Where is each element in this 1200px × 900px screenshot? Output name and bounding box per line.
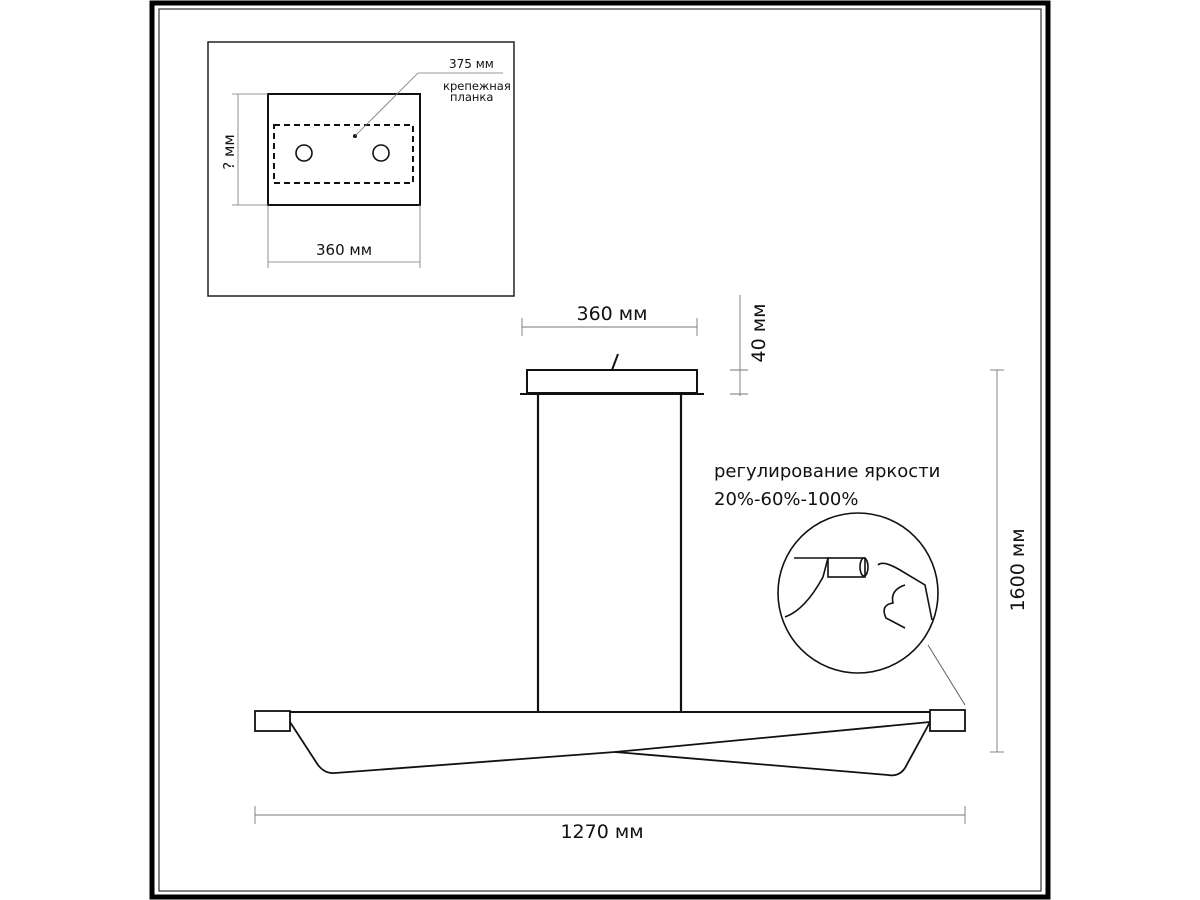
total-length-label: 1270 мм <box>560 821 643 843</box>
canopy <box>526 369 698 394</box>
canopy-width-label: 360 мм <box>577 303 648 325</box>
end-cap-right <box>929 709 966 732</box>
bracket-label-1: крепежная <box>443 79 511 93</box>
total-height-label: 1600 мм <box>1007 528 1029 611</box>
dimming-levels: 20%-60%-100% <box>714 489 858 510</box>
lamp-drawing <box>254 353 966 777</box>
dimming-label: регулирование яркости <box>714 461 940 482</box>
mounting-bracket <box>273 124 414 184</box>
end-cap-left <box>254 710 291 732</box>
screw-hole-icon <box>372 144 390 162</box>
screw-hole-icon <box>295 144 313 162</box>
bracket-length-label: 375 мм <box>449 57 494 71</box>
dimension-lines <box>254 295 1004 824</box>
bracket-label-2: планка <box>450 90 493 104</box>
outer-frame <box>149 0 1051 900</box>
inset-height-label: ? мм <box>220 134 238 169</box>
canopy-height-label: 40 мм <box>748 304 770 363</box>
finger-icon <box>877 562 933 629</box>
inset-width-label: 360 мм <box>316 241 372 259</box>
canopy-top-view <box>267 93 421 206</box>
touch-dimmer-detail <box>777 512 966 706</box>
inner-frame <box>158 8 1042 892</box>
touch-sensor <box>827 557 866 578</box>
mounting-inset: 375 мм крепежная планка ? мм 360 мм <box>207 41 515 297</box>
